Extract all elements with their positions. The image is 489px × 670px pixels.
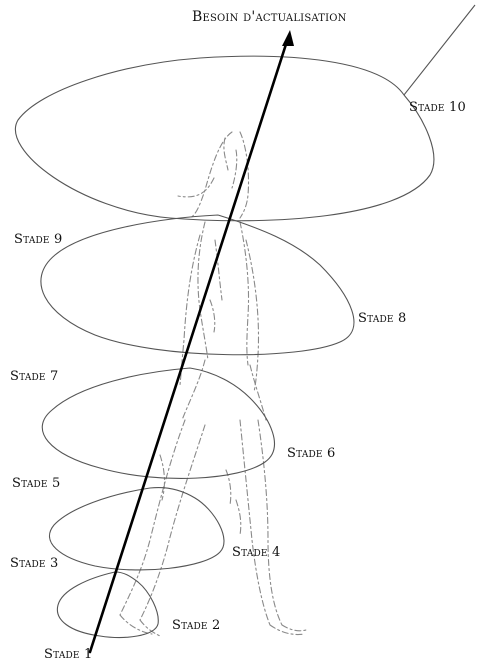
- stage-5-label: Stade 5: [12, 476, 61, 491]
- axis-line: [88, 36, 290, 654]
- title-label: Besoin d'actualisation: [192, 9, 347, 25]
- stage-10-label: Stade 10: [409, 100, 466, 115]
- arrow-up-icon: [282, 30, 294, 46]
- loop-stade-5: [48, 486, 225, 571]
- actualisation-axis: [88, 30, 294, 654]
- walking-figure-sketch: [119, 131, 307, 637]
- stage-8-label: Stade 8: [358, 311, 407, 326]
- stage-3-label: Stade 3: [10, 556, 59, 571]
- loop-stade-7: [41, 367, 275, 479]
- stage-4-label: Stade 4: [232, 545, 281, 560]
- loop-stade-9: [40, 214, 355, 356]
- stage-6-label: Stade 6: [287, 446, 336, 461]
- loop-stade-10: [15, 4, 476, 222]
- stage-2-label: Stade 2: [172, 618, 221, 633]
- stage-9-label: Stade 9: [14, 232, 63, 247]
- stage-loops: [15, 4, 476, 639]
- stage-1-label: Stade 1: [44, 647, 93, 662]
- loop-stade-3: [56, 571, 159, 639]
- stage-7-label: Stade 7: [10, 369, 59, 384]
